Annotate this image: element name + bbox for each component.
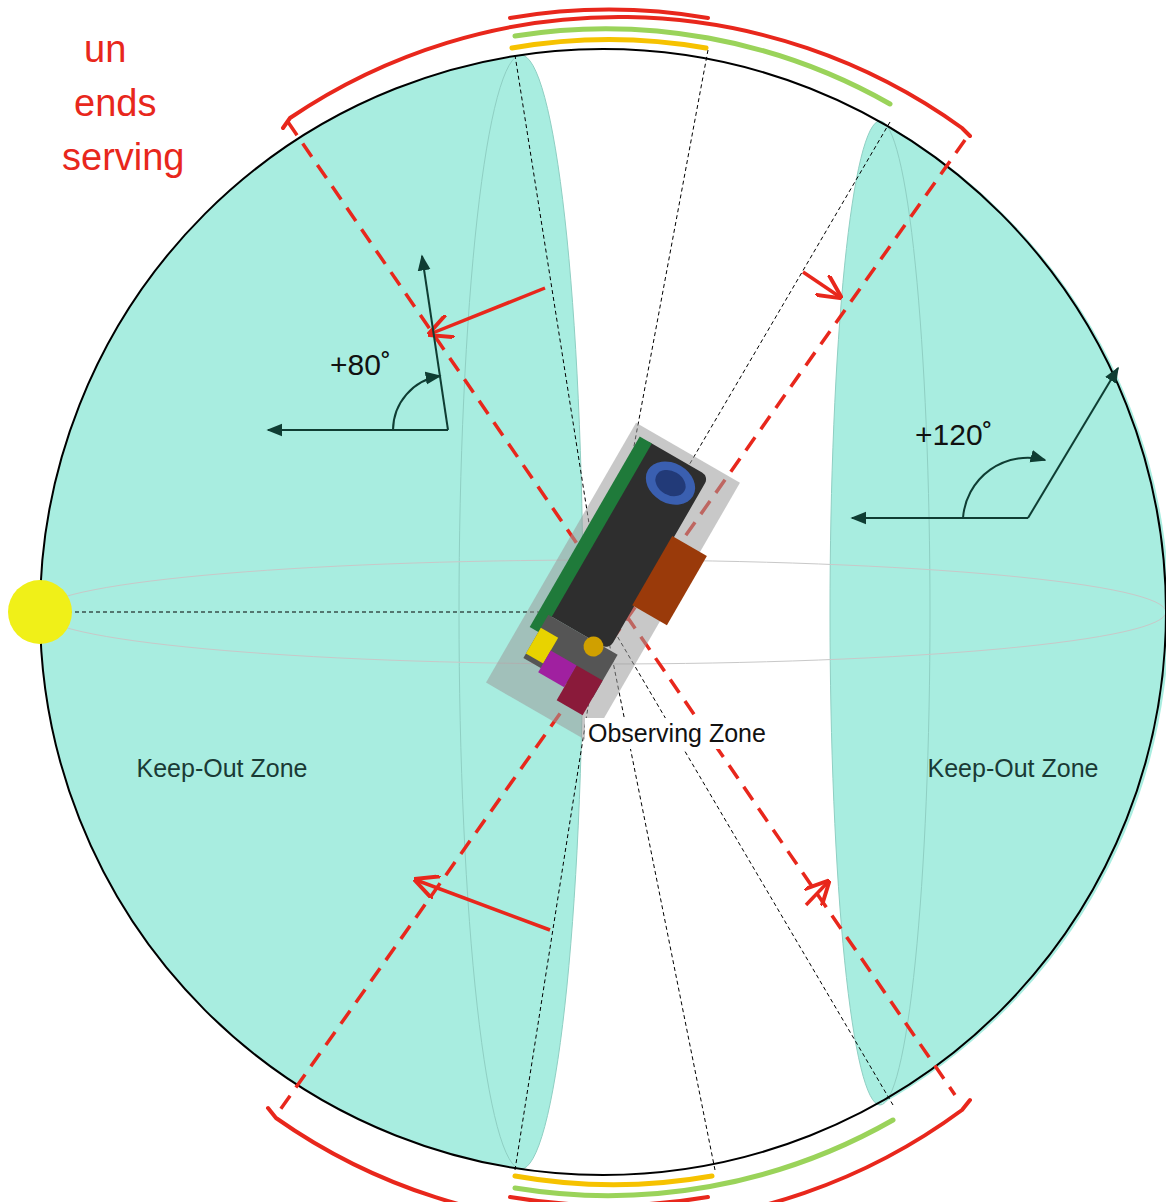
top-range-arcs — [283, 10, 970, 136]
telescope — [486, 423, 747, 747]
right-keep-out-region — [830, 121, 1166, 1105]
right-cone-rim — [830, 121, 930, 1105]
angle-label: +120˚ — [915, 418, 993, 453]
keep-out-zone: Keep-Out Zone — [924, 752, 1103, 785]
pitch-arrows — [416, 272, 840, 930]
angle-label: +80˚ — [330, 348, 391, 383]
sun — [8, 580, 72, 644]
cut-off-note: serving — [62, 136, 185, 180]
cut-off-note: ends — [74, 82, 156, 126]
zone-label: Observing Zone — [585, 718, 769, 749]
zone-name: Keep-Out Zone — [137, 754, 308, 783]
zone-name: Keep-Out Zone — [928, 754, 1099, 783]
keep-out-zone: Keep-Out Zone — [133, 752, 312, 785]
sky-sphere — [40, 49, 1166, 1175]
cut-off-note: un — [84, 28, 126, 72]
cone-edge-lines — [40, 50, 893, 1170]
left-keep-out-region — [40, 55, 583, 1169]
pitch-limit-lines — [280, 122, 965, 1110]
bottom-range-arcs — [268, 1100, 970, 1202]
